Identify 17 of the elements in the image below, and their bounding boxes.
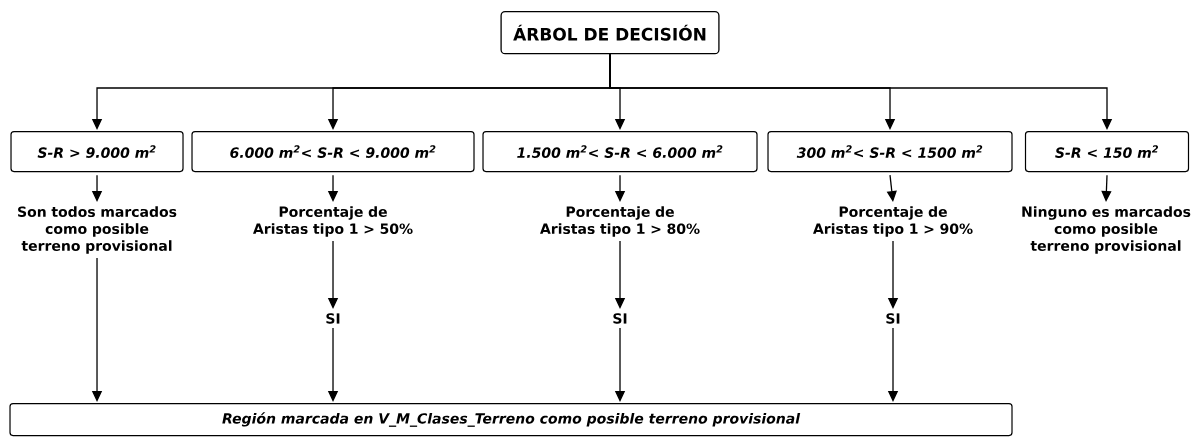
outcome-text: Porcentaje de Aristas tipo 1 > 80%: [540, 206, 700, 237]
result-box: Región marcada en V_M_Clases_Terreno como posible terreno provisional: [9, 403, 1013, 437]
condition-box: S-R > 9.000 m$^{2}$: [10, 131, 184, 173]
outcome-text: Porcentaje de Aristas tipo 1 > 90%: [813, 206, 973, 237]
outcome-text: SI: [613, 313, 627, 324]
outcome-text: SI: [326, 313, 340, 324]
condition-box: 6.000 m$^{2}$< S-R < 9.000 m$^{2}$: [191, 131, 475, 173]
condition-box: S-R < 150 m$^{2}$: [1024, 131, 1190, 173]
outcome-text: SI: [886, 313, 900, 324]
arrow: [609, 53, 1113, 130]
condition-box: 1.500 m$^{2}$< S-R < 6.000 m$^{2}$: [482, 131, 758, 173]
outcome-text: Porcentaje de Aristas tipo 1 > 50%: [253, 206, 413, 237]
title-box: ÁRBOL DE DECISIÓN: [500, 11, 720, 55]
outcome-text: Son todos marcados como posible terreno provisional: [18, 206, 177, 254]
arrow: [1101, 174, 1112, 202]
condition-box: 300 m$^{2}$< S-R < 1500 m$^{2}$: [767, 131, 1013, 173]
outcome-text: Ninguno es marcados como posible terreno provisional: [1022, 206, 1191, 254]
